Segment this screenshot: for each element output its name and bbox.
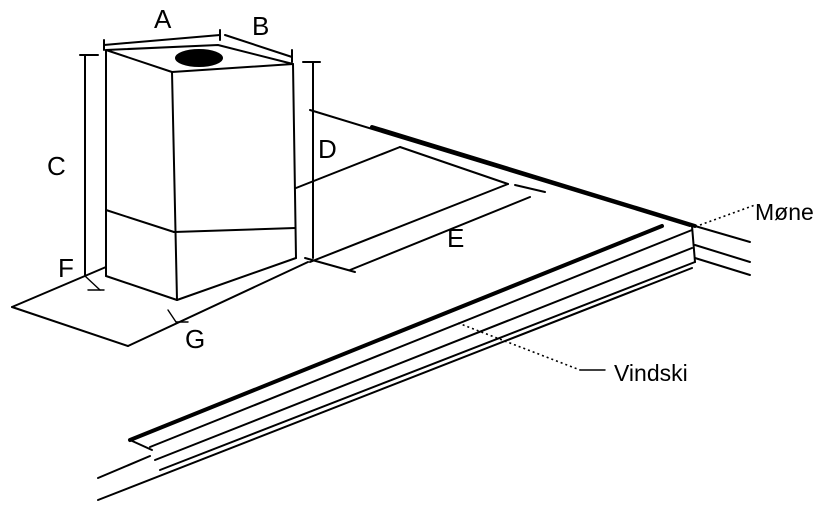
windboard-bottom-line bbox=[97, 267, 693, 501]
flue-opening bbox=[175, 49, 223, 67]
label-e: E bbox=[447, 223, 464, 253]
ridge-end-line-2 bbox=[694, 244, 751, 263]
windboard-end-line-1 bbox=[97, 455, 151, 479]
plate-front-edge bbox=[11, 306, 129, 347]
windboard-line-3 bbox=[154, 247, 693, 461]
chimney-seam-right bbox=[173, 227, 296, 233]
dim-b-line bbox=[224, 34, 293, 58]
label-mone: Møne bbox=[755, 199, 814, 225]
chimney bbox=[105, 44, 297, 301]
label-b: B bbox=[252, 11, 269, 41]
plate-right-front-edge bbox=[127, 261, 309, 347]
chimney-front-edge bbox=[171, 71, 178, 301]
chimney-right-edge bbox=[292, 63, 297, 259]
label-vindski: Vindski bbox=[614, 360, 688, 386]
windboard-line-4 bbox=[159, 261, 696, 471]
chimney-seam-left bbox=[105, 209, 175, 233]
dim-e-line bbox=[349, 196, 531, 271]
collar-top-line bbox=[399, 146, 509, 185]
labels: A B C D E F G Møne Vindski bbox=[47, 4, 814, 386]
label-g: G bbox=[185, 324, 205, 354]
label-f: F bbox=[58, 253, 74, 283]
vindski-leader bbox=[457, 322, 581, 371]
dim-e-tick-left bbox=[304, 257, 356, 273]
chimney-bottom-right bbox=[176, 257, 297, 301]
flashing-plate bbox=[11, 261, 309, 347]
roof-lines bbox=[97, 109, 751, 501]
dim-g-line bbox=[167, 309, 177, 323]
mone-leader bbox=[699, 204, 756, 226]
ridge-end-line-1 bbox=[694, 225, 751, 243]
dimension-lines bbox=[79, 29, 546, 323]
ridge-end-line-3 bbox=[694, 257, 751, 276]
dim-e-tick-right bbox=[514, 184, 546, 193]
dim-a-line bbox=[103, 34, 221, 46]
plate-left-edge bbox=[11, 266, 107, 308]
collar-right-line bbox=[309, 183, 509, 263]
label-a: A bbox=[154, 4, 172, 34]
ridge-line bbox=[370, 125, 697, 228]
collar-lines bbox=[295, 146, 509, 263]
label-c: C bbox=[47, 151, 66, 181]
label-d: D bbox=[318, 134, 337, 164]
leader-lines bbox=[457, 204, 756, 371]
collar-back-line bbox=[295, 146, 401, 189]
ridge-end-vertical bbox=[691, 225, 696, 263]
windboard-end-cap bbox=[129, 439, 153, 451]
windboard-top-line bbox=[128, 224, 664, 442]
chimney-bottom-left bbox=[105, 275, 178, 301]
ridge-edge-line bbox=[309, 109, 691, 227]
windboard-line-2 bbox=[149, 229, 693, 448]
dim-f-line bbox=[84, 275, 101, 291]
